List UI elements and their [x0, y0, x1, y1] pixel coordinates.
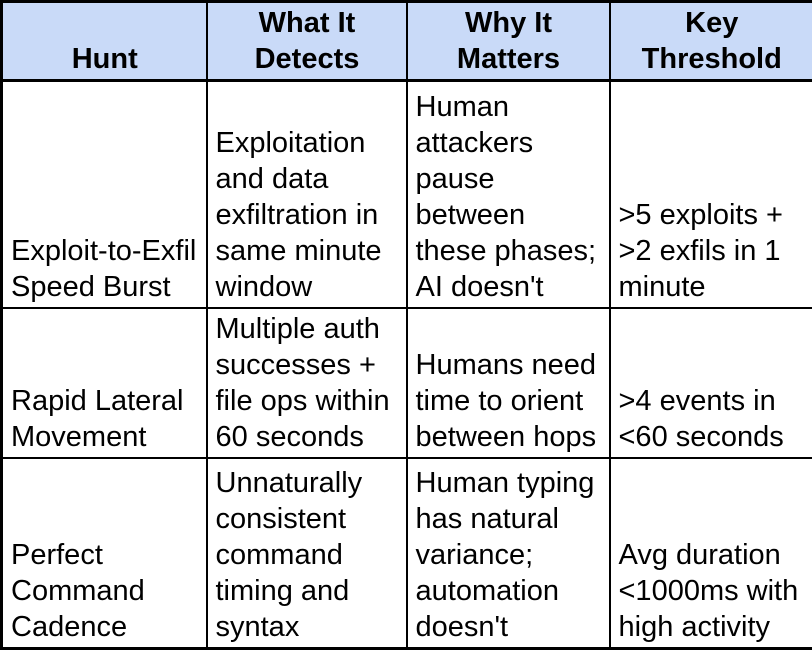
- header-cell-why-it-matters: Why It Matters: [405, 0, 611, 82]
- header-cell-what-it-detects: What It Detects: [205, 0, 408, 82]
- header-row: Hunt What It Detects Why It Matters Key …: [0, 0, 812, 82]
- cell-what-it-detects: Exploitation and data exfiltration in sa…: [205, 79, 408, 309]
- cell-key-threshold: >5 exploits + >2 exfils in 1 minute: [608, 79, 812, 309]
- cell-hunt-name: Rapid Lateral Movement: [0, 306, 208, 459]
- header-cell-hunt: Hunt: [0, 0, 208, 82]
- cell-what-it-detects: Unnaturally consistent command timing an…: [205, 456, 408, 650]
- cell-why-it-matters: Humans need time to orient between hops: [405, 306, 611, 459]
- cell-what-it-detects: Multiple auth successes + file ops withi…: [205, 306, 408, 459]
- cell-key-threshold: >4 events in <60 seconds: [608, 306, 812, 459]
- cell-hunt-name: Perfect Command Cadence: [0, 456, 208, 650]
- cell-why-it-matters: Human attackers pause between these phas…: [405, 79, 611, 309]
- cell-why-it-matters: Human typing has natural variance; autom…: [405, 456, 611, 650]
- cell-hunt-name: Exploit-to-Exfil Speed Burst: [0, 79, 208, 309]
- table-row-exploit-to-exfil: Exploit-to-Exfil Speed Burst Exploitatio…: [0, 79, 812, 309]
- table-row-perfect-cadence: Perfect Command Cadence Unnaturally cons…: [0, 456, 812, 650]
- cell-key-threshold: Avg duration <1000ms with high activity: [608, 456, 812, 650]
- table-row-rapid-lateral: Rapid Lateral Movement Multiple auth suc…: [0, 306, 812, 459]
- header-cell-key-threshold: Key Threshold: [608, 0, 812, 82]
